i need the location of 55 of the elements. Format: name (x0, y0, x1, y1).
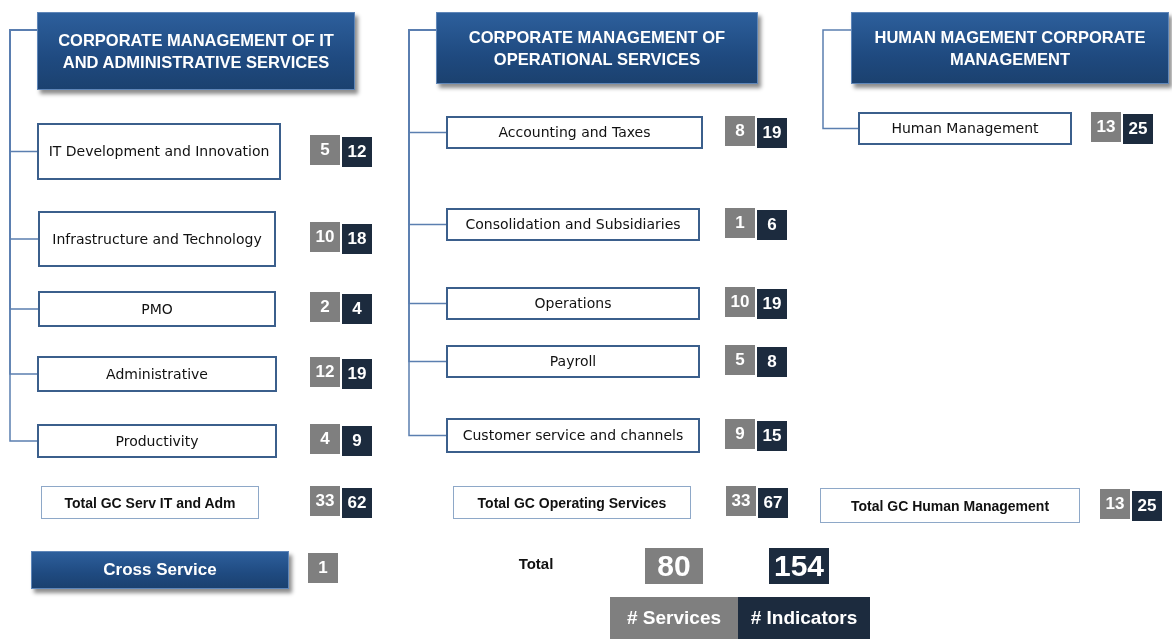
indicators-total: 154 (769, 548, 829, 584)
unit-box: IT Development and Innovation (37, 123, 281, 180)
indicators-count: 25 (1132, 490, 1162, 521)
total-box: Total GC Serv IT and Adm (41, 486, 259, 519)
unit-box: Consolidation and Subsidiaries (446, 208, 700, 241)
unit-box: Administrative (37, 356, 277, 392)
services-count: 5 (310, 134, 340, 165)
services-count: 33 (726, 485, 756, 516)
connector-line (408, 29, 447, 437)
services-count: 2 (310, 292, 340, 322)
indicators-count: 19 (342, 359, 372, 389)
services-count: 13 (1091, 111, 1121, 142)
services-count: 1 (725, 207, 755, 238)
services-count: 12 (310, 357, 340, 387)
indicators-count: 6 (757, 209, 787, 240)
unit-box: Operations (446, 287, 700, 320)
services-total: 80 (645, 548, 703, 584)
indicators-count: 12 (342, 136, 372, 167)
unit-box: Customer service and channels (446, 418, 700, 453)
unit-box: Accounting and Taxes (446, 116, 703, 149)
indicators-count: 25 (1123, 113, 1153, 144)
indicators-legend: # Indicators (738, 597, 870, 639)
services-count: 10 (725, 286, 755, 317)
indicators-count: 62 (342, 487, 372, 518)
header-box: HUMAN MAGEMENT CORPORATE MANAGEMENT (851, 12, 1169, 84)
services-count: 8 (725, 115, 755, 146)
services-count: 1 (308, 553, 338, 583)
indicators-count: 9 (342, 426, 372, 456)
connector-line (9, 29, 38, 442)
indicators-count: 67 (758, 487, 788, 518)
indicators-count: 15 (757, 420, 787, 451)
services-count: 33 (310, 485, 340, 516)
services-legend: # Services (610, 597, 738, 639)
indicators-count: 8 (757, 346, 787, 377)
services-count: 13 (1100, 488, 1130, 519)
indicators-count: 4 (342, 294, 372, 324)
connector-line (822, 29, 859, 130)
cross-service-button: Cross Service (31, 551, 289, 589)
header-box: CORPORATE MANAGEMENT OF OPERATIONAL SERVICES (436, 12, 758, 84)
header-box: CORPORATE MANAGEMENT OF IT AND ADMINISTRATIVE SERVICES (37, 12, 355, 90)
unit-box: Infrastructure and Technology (38, 211, 276, 267)
total-label: Total (517, 553, 555, 574)
services-count: 10 (310, 222, 340, 252)
indicators-count: 19 (757, 117, 787, 148)
services-count: 4 (310, 424, 340, 454)
unit-box: Productivity (37, 424, 277, 458)
services-count: 9 (725, 418, 755, 449)
indicators-count: 19 (757, 288, 787, 319)
unit-box: PMO (38, 291, 276, 327)
total-box: Total GC Operating Services (453, 486, 691, 519)
unit-box: Human Management (858, 112, 1072, 145)
total-box: Total GC Human Management (820, 488, 1080, 523)
services-count: 5 (725, 344, 755, 375)
indicators-count: 18 (342, 224, 372, 254)
unit-box: Payroll (446, 345, 700, 378)
